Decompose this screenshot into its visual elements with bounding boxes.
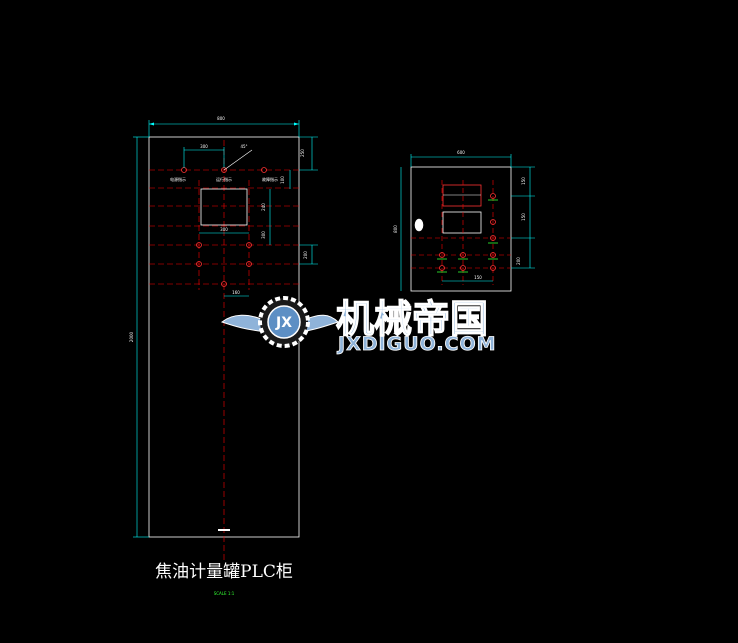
- front-button-r2-left: [196, 261, 202, 267]
- side-panel-outline: [410, 166, 512, 292]
- side-button-8: [460, 265, 466, 271]
- front-leader-angled: [223, 149, 253, 171]
- drawing-title: 焦油计量罐PLC柜: [155, 562, 293, 582]
- front-dim-total-width-text: 800: [217, 116, 225, 121]
- front-view: 800 2000 电源指示 运行指示 故障指示 45° 3: [129, 116, 318, 596]
- side-dim-width-text: 600: [457, 150, 465, 155]
- front-bottom-marker: [218, 529, 230, 531]
- side-button-6: [490, 252, 496, 258]
- watermark-badge-text: JX: [275, 315, 292, 331]
- side-display-window-upper: [442, 184, 482, 207]
- front-meter-window: [200, 188, 248, 226]
- side-button-2: [490, 219, 496, 225]
- front-dim-meter-width-text: 300: [220, 227, 228, 232]
- front-dim-total-height-text: 2000: [129, 331, 134, 342]
- front-lamp-left-label: 电源指示: [170, 176, 186, 182]
- side-display-window-lower: [442, 211, 482, 234]
- front-dim-arrow-right: [294, 122, 299, 126]
- front-button-r2-right: [246, 261, 252, 267]
- front-dim-center-offset-text: 160: [232, 290, 240, 295]
- front-dim-top-offset-text: 250: [300, 149, 305, 157]
- watermark-gear-inner: [267, 305, 301, 339]
- drawing-scale-label: SCALE 1:1: [214, 591, 235, 596]
- watermark: JX 机械帝国 JXDIGUO.COM: [220, 296, 497, 355]
- front-button-r3-center: [221, 281, 227, 287]
- side-button-9: [490, 265, 496, 271]
- side-handle: [414, 218, 424, 232]
- front-dim-meter-height-text: 240: [261, 203, 266, 211]
- watermark-wing-left: [220, 314, 269, 333]
- front-dim-meter-offset-text: 100: [280, 176, 285, 184]
- front-button-r1-left: [196, 242, 202, 248]
- side-button-3: [490, 235, 496, 241]
- side-button-1: [490, 193, 496, 199]
- front-lamp-right-label: 故障指示: [262, 176, 278, 182]
- front-angle-note: 45°: [240, 144, 247, 149]
- front-dim-row-gap-text: 200: [303, 251, 308, 259]
- side-dim-height-text: 800: [393, 225, 398, 233]
- front-dim-meter-gap-text: 300: [261, 231, 266, 239]
- side-view: 600 800: [393, 150, 535, 292]
- front-dim-lamp-spacing-text: 300: [200, 144, 208, 149]
- side-dim-button-spacing-text: 150: [474, 275, 482, 280]
- side-dim-top-offset-text: 150: [521, 177, 526, 185]
- side-button-4: [439, 252, 445, 258]
- watermark-cn-text: 机械帝国: [336, 297, 488, 341]
- front-dim-arrow-left: [149, 122, 154, 126]
- front-lamp-center-label: 运行指示: [216, 176, 232, 182]
- side-button-5: [460, 252, 466, 258]
- side-dim-mid-offset-text: 150: [521, 213, 526, 221]
- side-button-7: [439, 265, 445, 271]
- front-button-r1-right: [246, 242, 252, 248]
- front-lamp-right: [261, 167, 267, 173]
- watermark-en-text: JXDIGUO.COM: [336, 333, 497, 355]
- side-dim-lower-offset-text: 200: [516, 257, 521, 265]
